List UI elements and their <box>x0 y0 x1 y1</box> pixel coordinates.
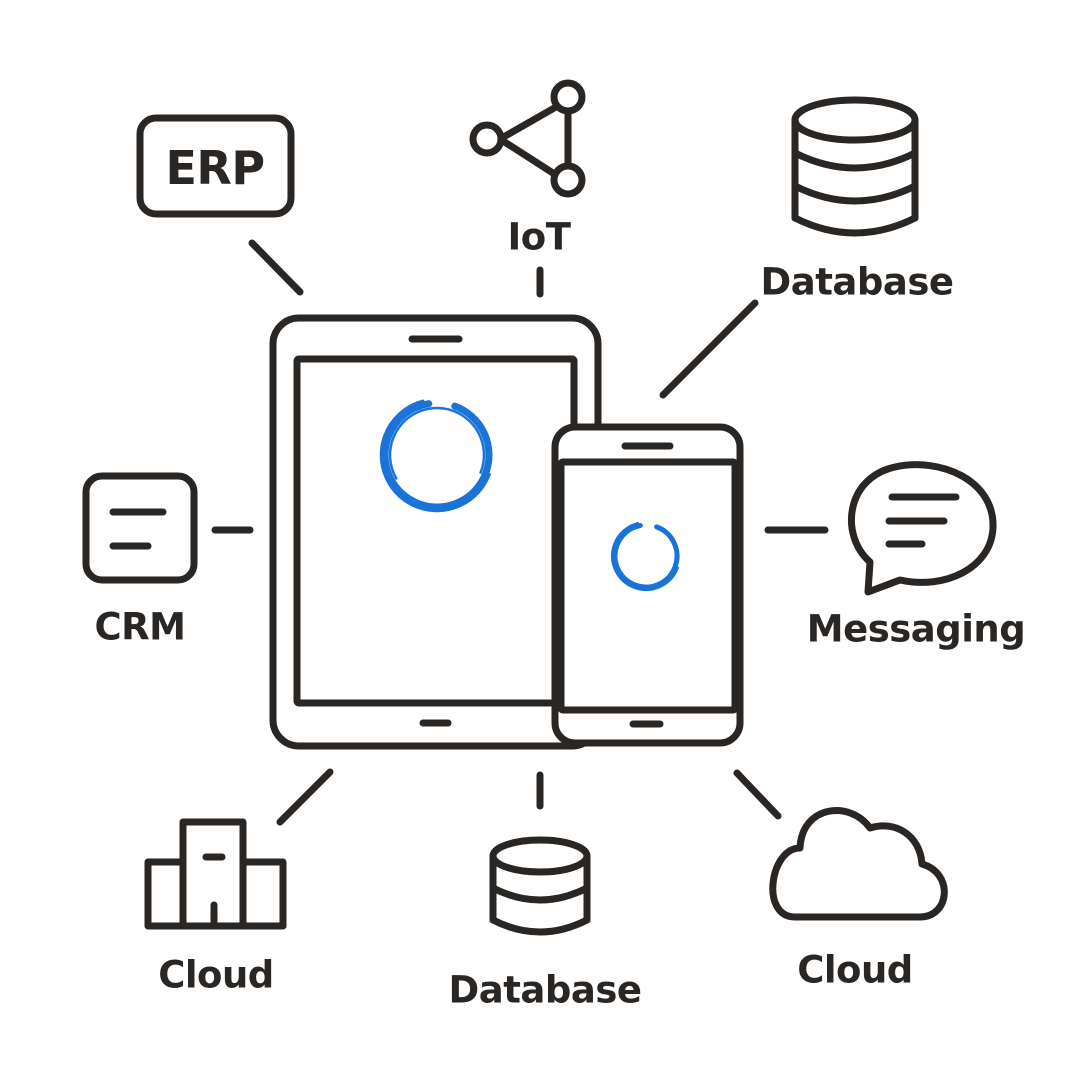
chat-bubble-icon <box>847 461 997 596</box>
cloud-icon <box>769 807 948 921</box>
crm-label: CRM <box>94 605 186 649</box>
cloud-left-label: Cloud <box>158 953 274 997</box>
database-top-label: Database <box>760 260 954 304</box>
tablet-icon <box>269 314 602 750</box>
database-icon-bottom <box>489 836 591 936</box>
connector-cloud-right <box>733 769 782 820</box>
connector-erp <box>248 239 304 296</box>
blue-ring-logo-icon <box>379 397 681 591</box>
erp-box-icon <box>136 114 295 218</box>
erp-text: ERP <box>165 141 265 195</box>
network-triangle-icon <box>469 79 586 198</box>
database-icon-top <box>791 96 919 237</box>
iot-label: IoT <box>507 215 571 259</box>
connector-database-top <box>659 299 759 399</box>
connector-cloud-left <box>276 768 334 826</box>
messaging-label: Messaging <box>806 607 1026 651</box>
document-card-icon <box>82 472 198 584</box>
connectors <box>211 239 829 826</box>
database-bottom-label: Database <box>448 968 642 1012</box>
buildings-icon <box>144 818 287 930</box>
cloud-right-label: Cloud <box>797 948 913 992</box>
